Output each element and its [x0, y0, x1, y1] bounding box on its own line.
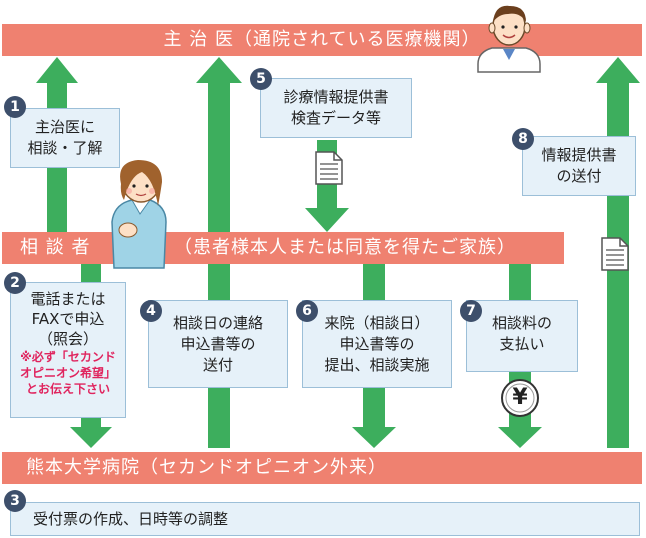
step-8-badge: 8: [512, 128, 534, 150]
step-1-box: 主治医に 相談・了解: [10, 108, 120, 168]
step-6-box: 来院（相談日） 申込書等の 提出、相談実施: [302, 300, 452, 388]
step-1-line: 相談・了解: [27, 139, 103, 157]
arrow-step8-up: [596, 57, 640, 448]
step-1-badge: 1: [4, 96, 26, 118]
doctor-band-label: 主 治 医（通院されている医療機関）: [163, 29, 481, 50]
step-2-badge: 2: [4, 272, 26, 294]
step-5-badge: 5: [250, 68, 272, 90]
hospital-band-label: 熊本大学病院（セカンドオピニオン外来）: [26, 457, 387, 478]
step-4-box: 相談日の連絡 申込書等の 送付: [148, 300, 288, 388]
step-5-box: 診療情報提供書 検査データ等: [260, 78, 412, 138]
step-5-line: 診療情報提供書: [283, 88, 389, 106]
step-7-box: 相談料の 支払い: [466, 300, 578, 372]
step-2-line: FAXで申込: [31, 310, 105, 328]
step-2-line: （照会）: [37, 330, 98, 348]
step-8-line: の送付: [556, 167, 602, 185]
yen-symbol: ¥: [512, 385, 528, 410]
consultant-band-detail: （患者様本人または同意を得たご家族）: [174, 237, 516, 258]
step-5-line: 検査データ等: [290, 109, 381, 127]
consultant-band-label: 相 談 者: [20, 237, 91, 258]
step-7-line: 支払い: [499, 335, 545, 353]
step-6-line: 申込書等の: [339, 335, 415, 353]
step-6-badge: 6: [296, 300, 318, 322]
arrow-step5-down: [305, 140, 349, 232]
step-4-line: 相談日の連絡: [172, 314, 263, 332]
step-3-box: 受付票の作成、日時等の調整: [10, 502, 640, 536]
step-4-badge: 4: [140, 300, 162, 322]
step-2-note: オピニオン希望」: [19, 366, 116, 380]
step-7-line: 相談料の: [491, 314, 552, 332]
consultant-band: 相 談 者 （患者様本人または同意を得たご家族）: [2, 232, 564, 264]
step-8-box: 情報提供書 の送付: [522, 136, 636, 196]
step-1-line: 主治医に: [34, 118, 95, 136]
step-4-line: 申込書等の: [180, 335, 256, 353]
doctor-band: 主 治 医（通院されている医療機関）: [2, 24, 642, 56]
step-3-badge: 3: [4, 490, 26, 512]
step-7-badge: 7: [460, 300, 482, 322]
hospital-band: 熊本大学病院（セカンドオピニオン外来）: [2, 452, 642, 484]
step-2-note: ※必ず「セカンド: [20, 350, 116, 364]
step-4-line: 送付: [202, 356, 233, 374]
step-3-line: 受付票の作成、日時等の調整: [33, 510, 229, 528]
step-6-line: 来院（相談日）: [324, 314, 430, 332]
step-2-line: 電話または: [30, 290, 106, 308]
step-2-box: 電話または FAXで申込 （照会） ※必ず「セカンド オピニオン希望」 とお伝え…: [10, 282, 126, 418]
step-8-line: 情報提供書: [541, 146, 617, 164]
step-6-line: 提出、相談実施: [324, 356, 430, 374]
step-2-note: とお伝え下さい: [25, 382, 110, 396]
